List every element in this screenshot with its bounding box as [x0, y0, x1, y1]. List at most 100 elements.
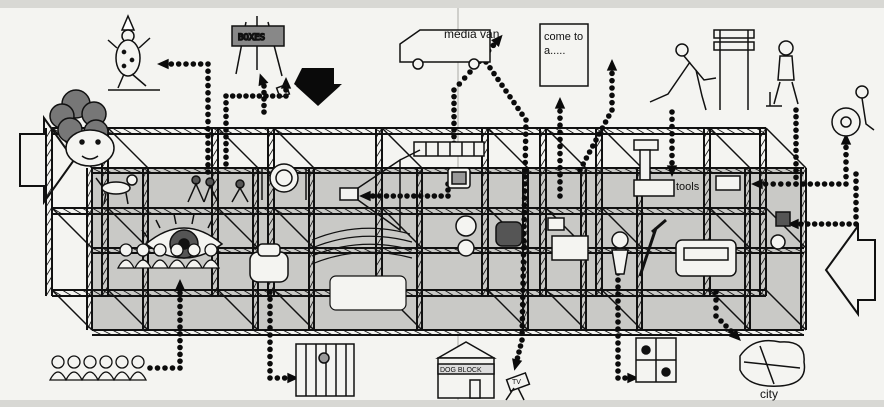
route-dot: [177, 338, 183, 344]
route-dot: [520, 273, 526, 279]
route-dot: [557, 122, 563, 128]
route-dot: [451, 107, 457, 113]
route-dot: [451, 101, 457, 107]
route-dot: [205, 133, 211, 139]
route-dot: [522, 160, 528, 166]
route-dot: [557, 186, 563, 192]
route-dot: [162, 365, 168, 371]
route-dot: [557, 193, 563, 199]
route-dot: [713, 289, 719, 295]
route-dot: [267, 332, 273, 338]
route-dot: [205, 76, 211, 82]
window-icon: [636, 338, 676, 382]
route-dot: [713, 297, 719, 303]
route-dot: [267, 296, 273, 302]
route-dot: [261, 109, 267, 115]
route-dot: [812, 221, 818, 227]
route-dot: [606, 113, 612, 119]
route-dot: [223, 154, 229, 160]
route-dot: [223, 161, 229, 167]
route-dot: [462, 75, 468, 81]
route-dot: [793, 181, 799, 187]
route-dot: [467, 69, 473, 75]
route-dot: [843, 167, 849, 173]
route-dot: [491, 71, 497, 77]
route-dot: [770, 181, 776, 187]
route-dot: [793, 134, 799, 140]
route-dot: [183, 61, 189, 67]
route-dot: [223, 100, 229, 106]
route-dot: [713, 313, 719, 319]
route-dot: [615, 284, 621, 290]
route-dot: [177, 345, 183, 351]
person-head: [120, 244, 132, 256]
route-dot: [778, 181, 784, 187]
route-dot: [521, 252, 527, 258]
city-label: city: [760, 387, 778, 401]
route-dot: [205, 155, 211, 161]
poster-line2: a.....: [544, 45, 565, 57]
route-dot: [370, 193, 376, 199]
route-dot: [853, 221, 859, 227]
route-dot: [261, 96, 267, 102]
route-dot: [669, 124, 675, 130]
route-dot: [243, 93, 249, 99]
route-dot: [170, 365, 176, 371]
route-dot: [523, 124, 529, 130]
route-dot: [853, 200, 859, 206]
route-dot: [257, 93, 263, 99]
route-dot: [267, 325, 273, 331]
route-dot: [516, 349, 522, 355]
route-dot: [223, 114, 229, 120]
route-dot: [223, 127, 229, 133]
route-dot: [237, 93, 243, 99]
route-dot: [557, 158, 563, 164]
route-dot: [377, 193, 383, 199]
route-dot: [557, 115, 563, 121]
route-dot: [177, 311, 183, 317]
route-dot: [177, 304, 183, 310]
route-dot: [793, 141, 799, 147]
route-dot: [205, 83, 211, 89]
route-dot: [843, 181, 849, 187]
route-dot: [169, 61, 175, 67]
route-dot: [177, 331, 183, 337]
route-dot: [815, 181, 821, 187]
route-dot: [270, 93, 276, 99]
route-dot: [384, 193, 390, 199]
route-dot: [609, 71, 615, 77]
tv-label: TV: [512, 379, 521, 386]
route-dot: [669, 153, 675, 159]
route-dot: [267, 304, 273, 310]
route-dot: [793, 107, 799, 113]
route-dot: [853, 185, 859, 191]
route-dot: [557, 172, 563, 178]
route-dot: [615, 361, 621, 367]
city-map-icon: [740, 341, 805, 387]
route-dot: [826, 221, 832, 227]
route-dot: [205, 104, 211, 110]
dog-block-label: DOG BLOCK: [440, 367, 482, 374]
route-dot: [223, 148, 229, 154]
route-dot: [615, 298, 621, 304]
media-van-label: media van: [444, 27, 499, 41]
route-dot: [615, 340, 621, 346]
route-dot: [580, 161, 586, 167]
route-dot: [522, 181, 528, 187]
route-dot: [609, 93, 615, 99]
route-dot: [155, 365, 161, 371]
route-dot: [261, 90, 267, 96]
route-dot: [177, 297, 183, 303]
route-dot: [177, 317, 183, 323]
route-dot: [822, 181, 828, 187]
route-dot: [521, 217, 527, 223]
tools-label: tools: [676, 181, 700, 193]
route-dot: [520, 288, 526, 294]
route-dot: [590, 143, 596, 149]
route-dot: [519, 330, 525, 336]
route-dot: [205, 126, 211, 132]
route-dot: [853, 193, 859, 199]
route-dot: [223, 120, 229, 126]
route-dot: [267, 311, 273, 317]
